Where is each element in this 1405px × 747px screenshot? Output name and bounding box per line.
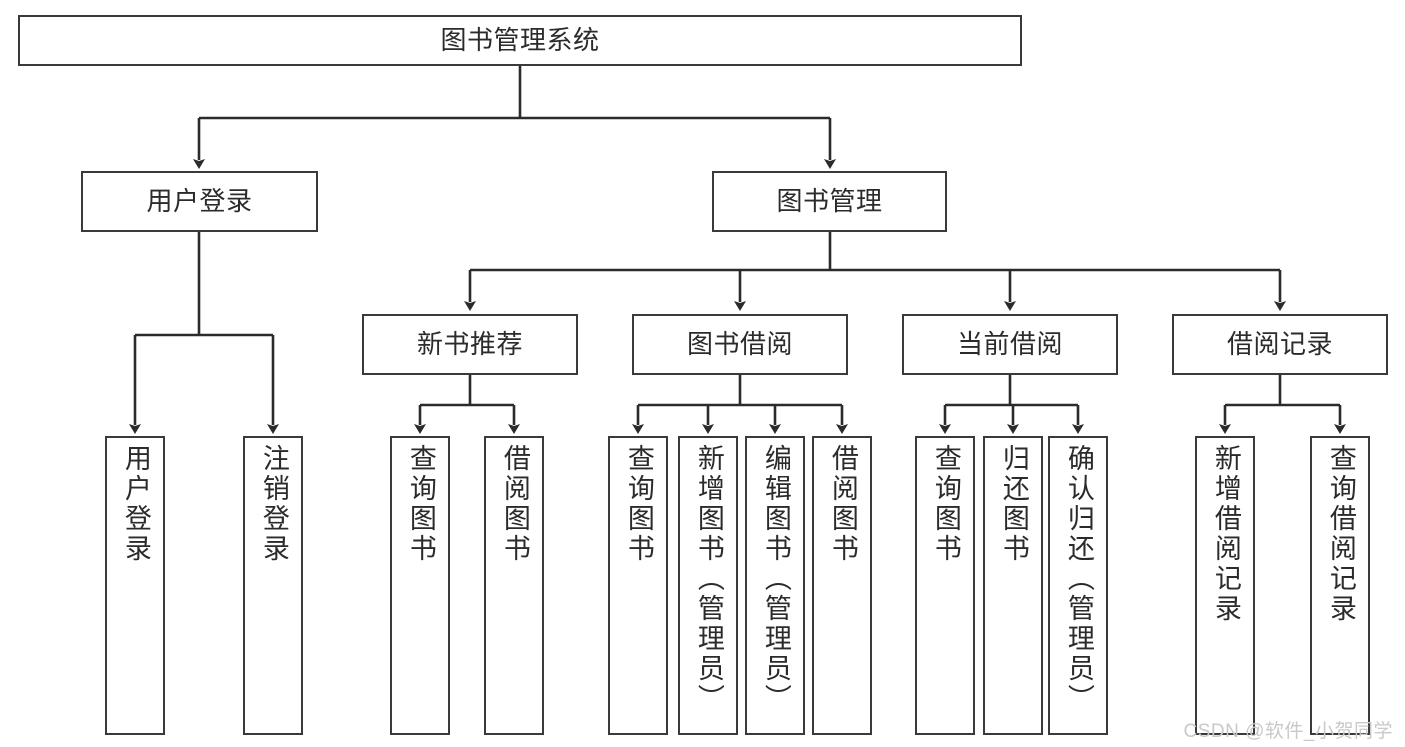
node-leaf-logout-login[interactable]: 注销登录 (243, 436, 303, 735)
node-leaf-user-login[interactable]: 用户登录 (105, 436, 165, 735)
node-borrow-record[interactable]: 借阅记录 (1172, 314, 1388, 375)
node-leaf-edit-book-label: 编辑图书（管理员） (760, 444, 791, 714)
node-leaf-query-book-3[interactable]: 查询图书 (915, 436, 975, 735)
node-borrow-record-label: 借阅记录 (1226, 329, 1333, 360)
node-leaf-query-book-2[interactable]: 查询图书 (608, 436, 668, 735)
node-leaf-add-book-label: 新增图书（管理员） (693, 444, 724, 714)
node-leaf-query-record-label: 查询借阅记录 (1325, 444, 1356, 624)
node-book-borrow[interactable]: 图书借阅 (632, 314, 848, 375)
node-leaf-query-book-1[interactable]: 查询图书 (390, 436, 450, 735)
node-leaf-query-record[interactable]: 查询借阅记录 (1310, 436, 1370, 735)
node-user-login-label: 用户登录 (146, 186, 253, 217)
watermark-text: CSDN @软件_小贺同学 (1183, 721, 1393, 742)
node-leaf-edit-book[interactable]: 编辑图书（管理员） (745, 436, 805, 735)
node-root[interactable]: 图书管理系统 (18, 15, 1022, 66)
node-leaf-borrow-book-1-label: 借阅图书 (499, 444, 530, 564)
node-new-book-recommend[interactable]: 新书推荐 (362, 314, 578, 375)
node-leaf-query-book-3-label: 查询图书 (930, 444, 961, 564)
node-leaf-user-login-label: 用户登录 (120, 444, 151, 564)
node-leaf-add-record-label: 新增借阅记录 (1210, 444, 1241, 624)
node-leaf-add-record[interactable]: 新增借阅记录 (1195, 436, 1255, 735)
node-leaf-query-book-1-label: 查询图书 (405, 444, 436, 564)
node-leaf-return-book[interactable]: 归还图书 (983, 436, 1043, 735)
node-root-label: 图书管理系统 (440, 25, 600, 56)
node-leaf-borrow-book-1[interactable]: 借阅图书 (484, 436, 544, 735)
node-leaf-borrow-book-2[interactable]: 借阅图书 (812, 436, 872, 735)
node-leaf-query-book-2-label: 查询图书 (623, 444, 654, 564)
node-leaf-borrow-book-2-label: 借阅图书 (827, 444, 858, 564)
node-current-borrow-label: 当前借阅 (956, 329, 1063, 360)
node-current-borrow[interactable]: 当前借阅 (902, 314, 1118, 375)
node-user-login[interactable]: 用户登录 (81, 171, 318, 232)
node-book-manage[interactable]: 图书管理 (712, 171, 947, 232)
node-leaf-logout-login-label: 注销登录 (258, 444, 289, 564)
node-new-book-recommend-label: 新书推荐 (416, 329, 523, 360)
node-leaf-confirm-return-label: 确认归还（管理员） (1063, 444, 1094, 714)
node-leaf-add-book[interactable]: 新增图书（管理员） (678, 436, 738, 735)
node-leaf-return-book-label: 归还图书 (998, 444, 1029, 564)
node-leaf-confirm-return[interactable]: 确认归还（管理员） (1048, 436, 1108, 735)
node-book-borrow-label: 图书借阅 (686, 329, 793, 360)
node-book-manage-label: 图书管理 (776, 186, 883, 217)
